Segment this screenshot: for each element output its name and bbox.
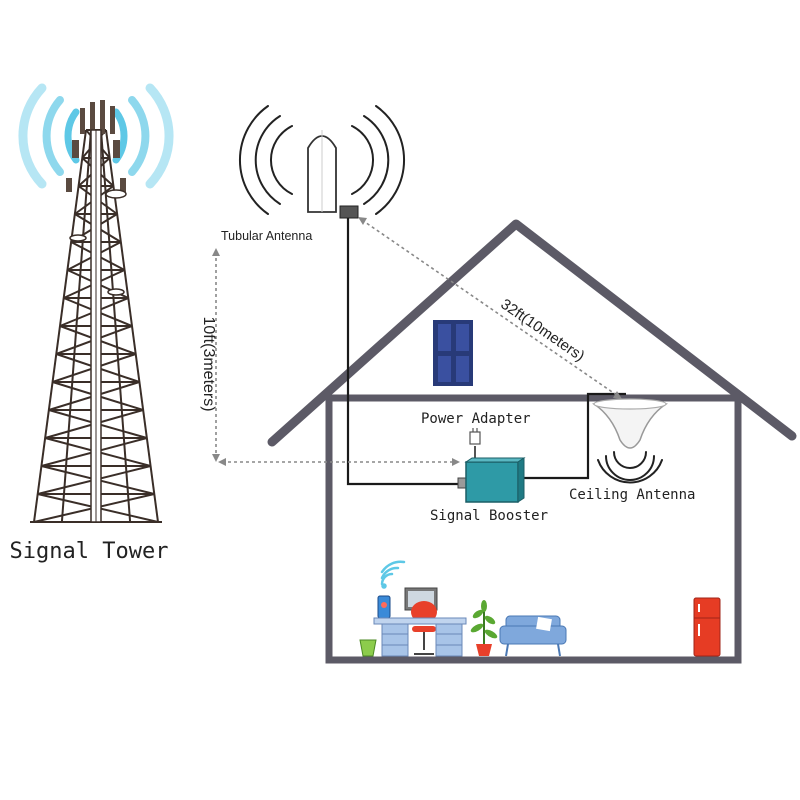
tower-radio-waves <box>18 83 174 189</box>
diagonal-distance-label: 32ft(10meters) <box>498 296 588 365</box>
signal-tower <box>18 83 174 523</box>
signal-booster <box>457 457 526 503</box>
potted-plant <box>470 600 498 656</box>
power-adapter-label: Power Adapter <box>421 411 531 427</box>
tower-top-antennas <box>66 100 126 192</box>
office-desk <box>373 617 467 657</box>
office-chair <box>411 601 437 655</box>
signal-booster-box <box>465 461 519 503</box>
tubular-antenna-waves <box>239 105 405 215</box>
wifi-icon <box>380 560 406 589</box>
diagonal-distance-line <box>361 219 619 397</box>
tubular-antenna <box>239 105 405 219</box>
tower-dishes <box>69 189 127 296</box>
ceiling-antenna <box>592 398 668 484</box>
ceiling-antenna-label: Ceiling Antenna <box>569 487 695 503</box>
vertical-distance-label: 10ft(3meters) <box>200 316 217 411</box>
power-adapter <box>469 428 481 445</box>
tubular-antenna-label: Tubular Antenna <box>221 229 312 243</box>
sofa <box>499 615 567 657</box>
outdoor-antenna-cable <box>346 218 466 486</box>
attic-window <box>433 320 473 386</box>
signal-tower-label: Signal Tower <box>10 539 169 564</box>
distance-markers <box>215 219 619 463</box>
house <box>267 219 797 664</box>
refrigerator <box>693 597 721 657</box>
smartphone <box>377 595 391 619</box>
tubular-antenna-mount <box>339 205 359 219</box>
waste-bin <box>359 639 377 657</box>
house-roof <box>267 219 797 447</box>
ceiling-antenna-waves <box>597 451 663 484</box>
house-walls <box>325 394 742 664</box>
indoor-antenna-cable <box>520 392 626 480</box>
signal-booster-label: Signal Booster <box>430 508 548 524</box>
furniture <box>359 560 721 657</box>
distance-arrowheads <box>212 217 622 466</box>
